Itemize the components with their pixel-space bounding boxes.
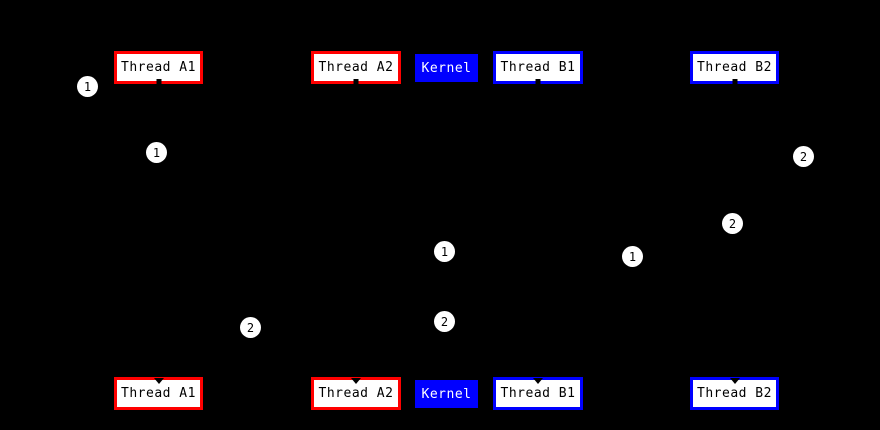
actor-box-thread-a1-bottom: Thread A1	[114, 377, 203, 410]
step-marker-1: 1	[622, 246, 643, 267]
lifeline-arrowhead-icon	[533, 378, 543, 384]
actor-box-thread-a1-top: Thread A1	[114, 51, 203, 84]
actor-label-kernel: Kernel	[421, 60, 472, 76]
lifeline-arrowhead-icon	[729, 378, 740, 384]
actor-label-thread-a1: Thread A1	[121, 386, 196, 401]
step-marker-2: 2	[240, 317, 261, 338]
step-marker-2: 2	[434, 311, 455, 332]
step-marker-1: 1	[146, 142, 167, 163]
lifeline-stub	[732, 79, 737, 84]
actor-label-kernel: Kernel	[421, 386, 472, 402]
step-marker-2: 2	[793, 146, 814, 167]
actor-label-thread-b2: Thread B2	[697, 386, 772, 401]
actor-label-thread-b1: Thread B1	[500, 386, 576, 401]
lifeline-stub	[353, 79, 359, 84]
actor-label-thread-a2: Thread A2	[318, 386, 394, 401]
actor-box-kernel-top: Kernel	[415, 54, 478, 82]
actor-box-thread-b1-bottom: Thread B1	[493, 377, 583, 410]
lifeline-arrowhead-icon	[153, 378, 164, 384]
step-marker-2: 2	[722, 213, 743, 234]
actor-box-thread-b1-top: Thread B1	[493, 51, 583, 84]
step-marker-1: 1	[434, 241, 455, 262]
actor-box-thread-a2-top: Thread A2	[311, 51, 401, 84]
actor-label-thread-b2: Thread B2	[697, 60, 772, 75]
step-marker-1: 1	[77, 76, 98, 97]
actor-label-thread-a1: Thread A1	[121, 60, 196, 75]
actor-box-thread-b2-top: Thread B2	[690, 51, 779, 84]
lifeline-arrowhead-icon	[351, 378, 361, 384]
lifeline-stub	[535, 79, 541, 84]
actor-label-thread-a2: Thread A2	[318, 60, 394, 75]
actor-label-thread-b1: Thread B1	[500, 60, 576, 75]
actor-box-thread-b2-bottom: Thread B2	[690, 377, 779, 410]
actor-box-kernel-bottom: Kernel	[415, 380, 478, 408]
actor-box-thread-a2-bottom: Thread A2	[311, 377, 401, 410]
lifeline-stub	[156, 79, 161, 84]
